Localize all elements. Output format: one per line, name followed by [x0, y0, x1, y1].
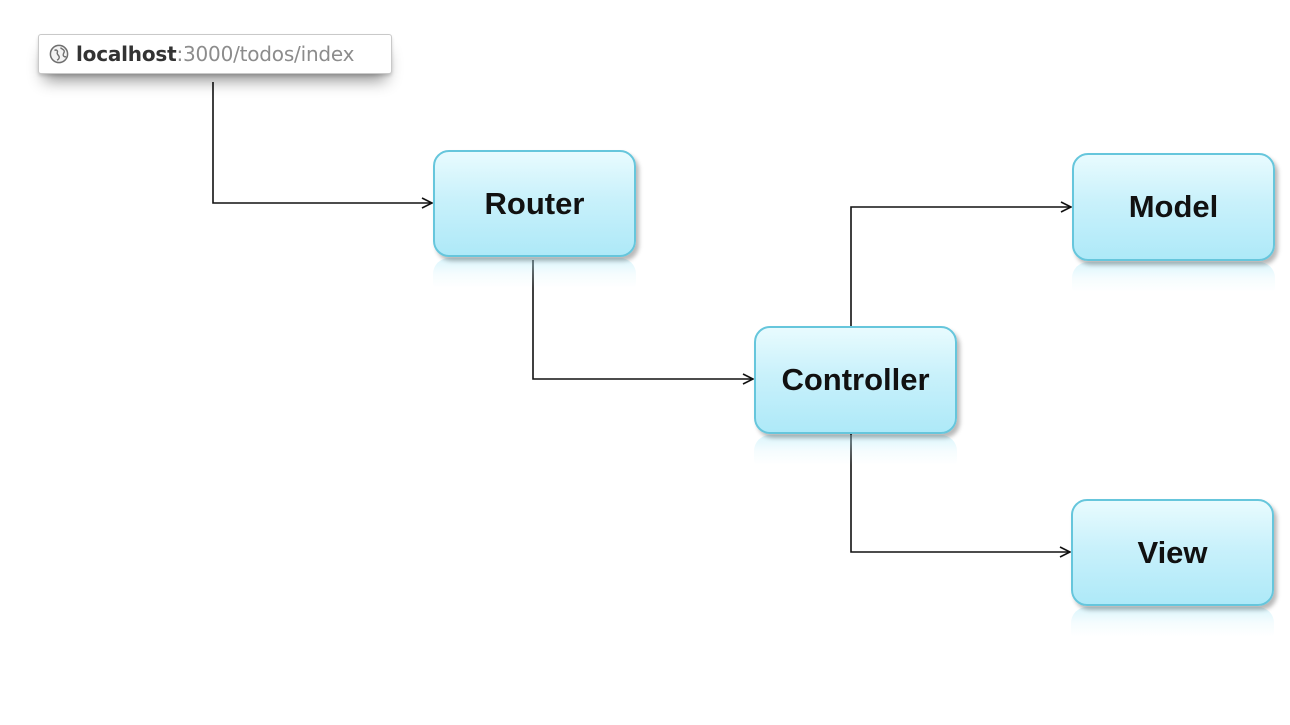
model-node: Model	[1072, 153, 1275, 261]
url-path: :3000/todos/index	[176, 42, 355, 66]
globe-icon	[49, 44, 69, 64]
url-host: localhost	[76, 42, 177, 66]
router-node: Router	[433, 150, 636, 257]
connector-controller-to-view	[850, 434, 1070, 552]
address-bar[interactable]: localhost:3000/todos/index	[38, 34, 392, 74]
view-reflection	[1071, 607, 1274, 647]
connector-url-to-router	[212, 82, 432, 203]
controller-reflection	[754, 435, 957, 475]
connector-controller-to-model	[850, 207, 1071, 326]
router-reflection	[433, 258, 636, 298]
connector-router-to-controller	[532, 260, 753, 379]
view-node: View	[1071, 499, 1274, 606]
controller-node: Controller	[754, 326, 957, 434]
model-reflection	[1072, 262, 1275, 302]
